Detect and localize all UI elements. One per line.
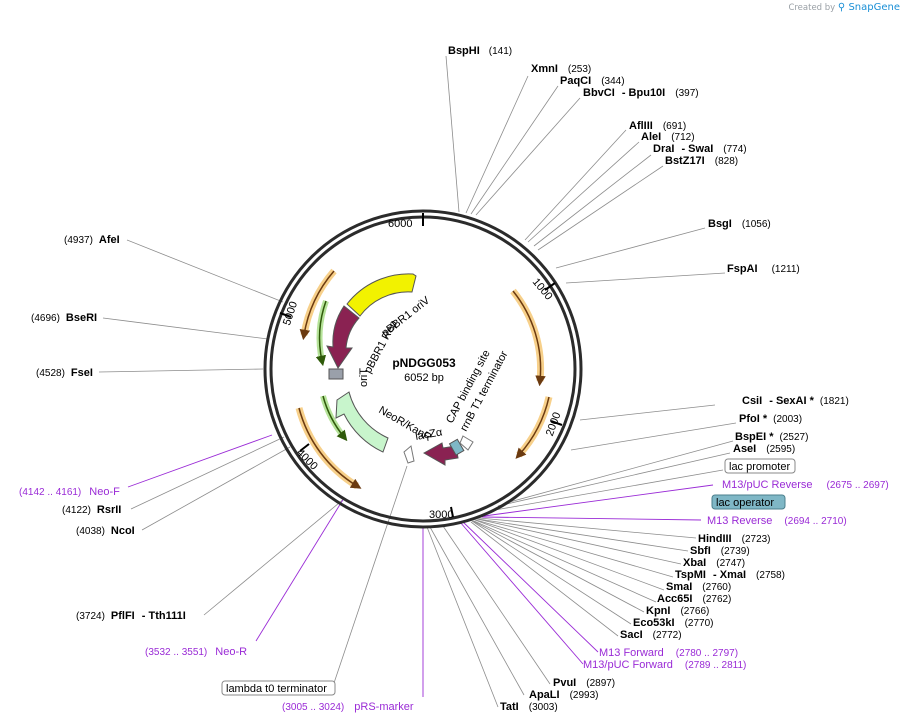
label-lac-promoter: lac promoter xyxy=(729,461,790,473)
enzyme-csii: CsiI - SexAI *(1821) xyxy=(742,395,849,407)
enzyme-acc65i: Acc65I(2762) xyxy=(657,593,731,605)
enzyme-apali: ApaLI(2993) xyxy=(529,689,598,701)
enzyme-kpni: KpnI(2766) xyxy=(646,605,709,617)
feature-arcs xyxy=(295,268,553,489)
enzyme-ncoi: (4038)NcoI xyxy=(76,525,135,537)
enzyme-bsgi: BsgI(1056) xyxy=(708,218,771,230)
enzyme-fsei: (4528)FseI xyxy=(36,367,93,379)
inner-features xyxy=(326,273,474,466)
tick-6000: 6000 xyxy=(388,218,412,230)
primer-labels: M13/pUC Reverse(2675 .. 2697) M13 Revers… xyxy=(19,479,889,713)
enzyme-fspai: FspAI(1211) xyxy=(727,263,800,275)
label-lac-operator: lac operator xyxy=(716,497,774,509)
rrnb-marker xyxy=(459,435,474,451)
enzyme-bsphi: BspHI(141) xyxy=(448,45,512,57)
enzyme-xmni: XmnI(253) xyxy=(531,63,591,75)
tick-1000: 1000 xyxy=(530,276,555,302)
enzyme-drai: DraI - SwaI(774) xyxy=(653,143,747,155)
leader-lines xyxy=(98,55,737,708)
enzyme-sbfi: SbfI(2739) xyxy=(690,545,750,557)
snapgene-credit: Created by ⚲ SnapGene xyxy=(788,2,900,13)
orit-box xyxy=(328,368,344,380)
enzyme-hindiii: HindIII(2723) xyxy=(698,533,771,545)
credit-prefix: Created by xyxy=(788,3,836,13)
label-orit: oriT xyxy=(358,368,370,387)
enzyme-paqci: PaqCI(344) xyxy=(560,75,625,87)
pbbr1-oriv-arrow xyxy=(346,273,417,317)
enzyme-saci: SacI(2772) xyxy=(620,629,682,641)
tick-3000: 3000 xyxy=(429,509,453,521)
boxed-labels: lac promoter lac operator lambda t0 term… xyxy=(221,458,796,696)
enzyme-alei: AleI(712) xyxy=(641,131,695,143)
primer-prs-marker: (3005 .. 3024)pRS-marker xyxy=(282,701,414,713)
primer-neo-f: (4142 .. 4161)Neo-F xyxy=(19,486,120,498)
tick-marks xyxy=(279,213,563,518)
enzyme-labels: BspHI(141) XmnI(253) PaqCI(344) BbvCI - … xyxy=(31,45,849,713)
pbbr1-rep-arrow xyxy=(326,305,360,369)
enzyme-pfoi: PfoI *(2003) xyxy=(739,413,802,425)
primer-neo-r: (3532 .. 3551)Neo-R xyxy=(145,646,247,658)
label-lacz: lacZα xyxy=(414,426,443,443)
primer-m13-fwd: M13 Forward(2780 .. 2797) xyxy=(599,647,738,659)
neor-arrow xyxy=(335,391,389,453)
enzyme-pflfi: (3724)PflFI - Tth111I xyxy=(76,610,186,622)
primer-m13puc-fwd: M13/pUC Forward(2789 .. 2811) xyxy=(583,659,746,671)
enzyme-pvui: PvuI(2897) xyxy=(553,677,615,689)
enzyme-bstz17i: BstZ17I(828) xyxy=(665,155,738,167)
plasmid-name: pNDGG053 xyxy=(392,356,456,370)
lambda-marker xyxy=(403,445,415,464)
enzyme-tspmi: TspMI - XmaI(2758) xyxy=(675,569,785,581)
enzyme-xbai: XbaI(2747) xyxy=(683,557,745,569)
snapgene-logo: ⚲ SnapGene xyxy=(837,2,900,13)
enzyme-bseri: (4696)BseRI xyxy=(31,312,97,324)
enzyme-bbvci: BbvCI - Bpu10I(397) xyxy=(583,87,699,99)
enzyme-tati: TatI(3003) xyxy=(500,701,558,713)
enzyme-afei: (4937)AfeI xyxy=(64,234,120,246)
enzyme-bspei: BspEI *(2527) xyxy=(735,431,808,443)
primer-m13puc-rev: M13/pUC Reverse(2675 .. 2697) xyxy=(722,479,889,491)
enzyme-rsrii: (4122)RsrII xyxy=(62,504,121,516)
label-lambda-t0: lambda t0 terminator xyxy=(226,683,327,695)
enzyme-smai: SmaI(2760) xyxy=(666,581,731,593)
primer-m13-rev: M13 Reverse(2694 .. 2710) xyxy=(707,515,847,527)
primer-lines xyxy=(127,434,714,697)
enzyme-eco53ki: Eco53kI(2770) xyxy=(633,617,714,629)
plasmid-size: 6052 bp xyxy=(404,372,444,384)
enzyme-asei: AseI(2595) xyxy=(733,443,795,455)
operator-mark xyxy=(448,438,465,456)
enzyme-afliii: AflIII(691) xyxy=(629,120,686,132)
